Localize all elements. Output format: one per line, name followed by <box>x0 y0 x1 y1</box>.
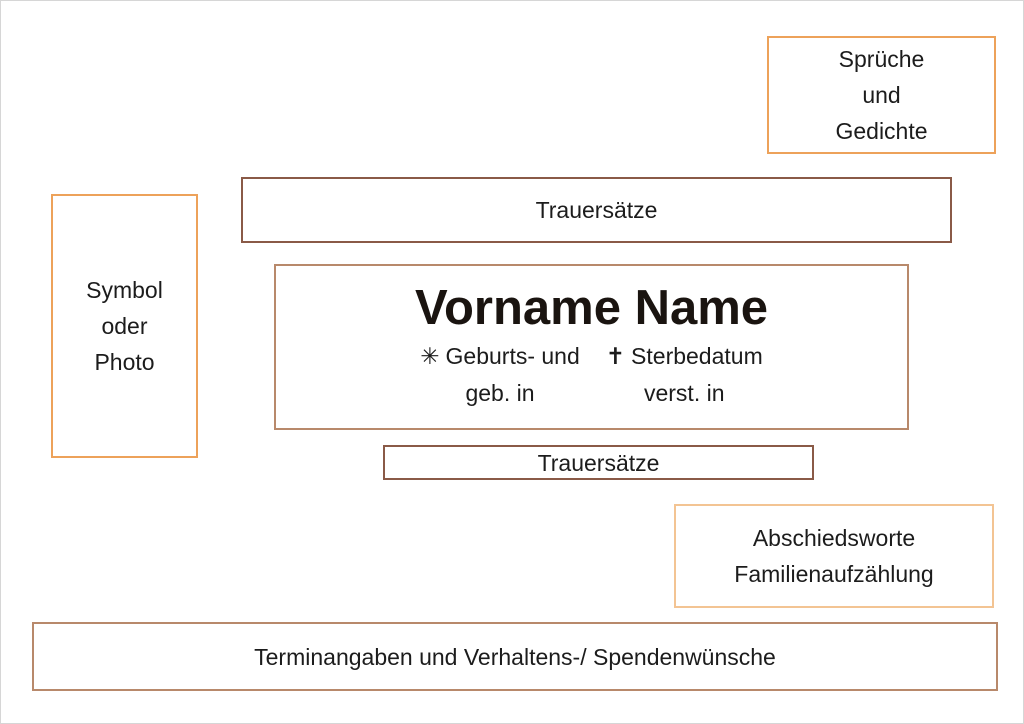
symbol-photo-box: Symbol oder Photo <box>51 194 198 458</box>
sprueche-line-1: Sprüche <box>838 46 925 72</box>
sprueche-line-3: Gedichte <box>835 118 928 144</box>
trauersaetze-top-box: Trauersätze <box>241 177 952 243</box>
terminangaben-box: Terminangaben und Verhaltens-/ Spendenwü… <box>32 622 998 691</box>
birth-asterisk-icon: ✳ <box>420 343 440 369</box>
abschiedsworte-box: Abschiedsworte Familienaufzählung <box>674 504 994 608</box>
abschied-line-2: Familienaufzählung <box>734 561 934 587</box>
terminangaben-label: Terminangaben und Verhaltens-/ Spendenwü… <box>254 643 776 670</box>
name-dates-box: Vorname Name ✳Geburts- und geb. in ✝Ster… <box>274 264 909 430</box>
cross-icon: ✝ <box>605 343 626 369</box>
death-column: ✝Sterbedatum verst. in <box>606 338 763 412</box>
sprueche-box: Sprüche und Gedichte <box>767 36 996 154</box>
death-place: verst. in <box>643 380 725 406</box>
birth-label: Geburts- und <box>445 343 580 369</box>
trauersaetze-top-label: Trauersätze <box>535 197 658 223</box>
dates-row: ✳Geburts- und geb. in ✝Sterbedatum verst… <box>420 338 763 412</box>
death-label: Sterbedatum <box>631 343 763 369</box>
birth-place: geb. in <box>465 380 535 406</box>
birth-column: ✳Geburts- und geb. in <box>420 338 580 412</box>
sprueche-line-2: und <box>862 82 901 108</box>
symbol-line-3: Photo <box>94 349 155 375</box>
abschied-line-1: Abschiedsworte <box>752 525 916 551</box>
trauersaetze-bottom-label: Trauersätze <box>537 449 660 476</box>
trauersaetze-bottom-box: Trauersätze <box>383 445 814 480</box>
symbol-line-2: oder <box>101 313 148 339</box>
symbol-line-1: Symbol <box>86 277 163 303</box>
name-title: Vorname Name <box>414 281 769 335</box>
